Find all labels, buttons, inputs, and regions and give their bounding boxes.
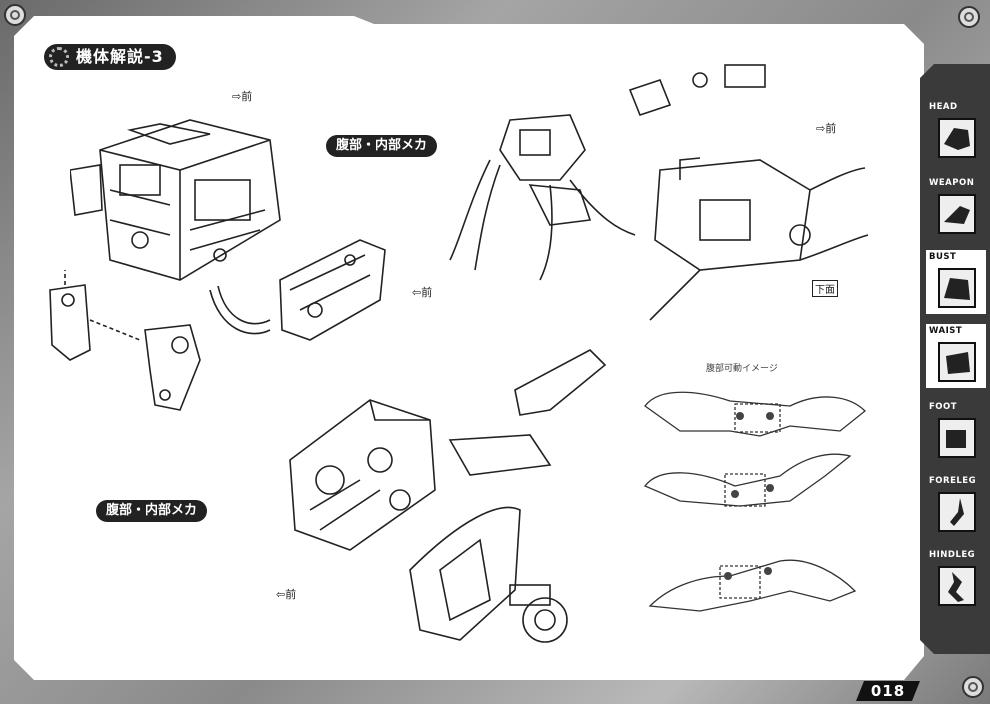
- sketch-joint-pieces: [40, 270, 220, 420]
- sketch-inner-mech-legs: [440, 110, 640, 290]
- front-note-4-text: 前: [285, 588, 297, 601]
- front-note-2-text: 前: [421, 286, 433, 299]
- label-upper-text: 腹部・内部メカ: [336, 138, 428, 153]
- tab-foot[interactable]: FOOT: [926, 400, 986, 464]
- front-note-1-text: 前: [241, 90, 253, 103]
- sketch-small-parts-top: [620, 60, 780, 130]
- tab-head-label: HEAD: [929, 102, 958, 112]
- sketch-range-of-motion: [640, 376, 870, 636]
- label-upper: 腹部・内部メカ: [326, 135, 438, 157]
- screw-icon-top-right: [958, 6, 980, 28]
- tab-weapon[interactable]: WEAPON: [926, 176, 986, 240]
- bust-icon: [938, 268, 976, 308]
- foot-icon: [938, 418, 976, 458]
- sketch-inner-mech-right: [640, 140, 870, 330]
- front-arrow-note-3: ⇨前: [816, 122, 837, 135]
- tab-waist-label: WAIST: [929, 326, 963, 336]
- tab-waist[interactable]: WAIST: [926, 324, 986, 388]
- page-sheet: [14, 16, 924, 680]
- tab-hindleg[interactable]: HINDLEG: [926, 548, 986, 612]
- front-note-3-text: 前: [825, 122, 837, 135]
- gear-icon: [49, 47, 69, 67]
- tab-foreleg-label: FORELEG: [929, 476, 977, 486]
- range-of-motion-caption: 腹部可動イメージ: [706, 364, 778, 374]
- tab-head[interactable]: HEAD: [926, 100, 986, 164]
- tab-foreleg[interactable]: FORELEG: [926, 474, 986, 538]
- sketch-torso-block: [70, 110, 300, 300]
- tab-bust[interactable]: BUST: [926, 250, 986, 314]
- section-title-text: 機体解説-3: [76, 47, 164, 66]
- weapon-icon: [938, 194, 976, 234]
- bottom-view-note: 下面: [812, 280, 838, 297]
- beast-head-icon: [938, 118, 976, 158]
- screw-icon-top-left: [4, 4, 26, 26]
- tab-hindleg-label: HINDLEG: [929, 550, 976, 560]
- sketch-lower-parts: [400, 340, 620, 660]
- front-arrow-note-4: ⇦前: [276, 588, 297, 601]
- tab-weapon-label: WEAPON: [929, 178, 975, 188]
- front-arrow-note-2: ⇦前: [412, 286, 433, 299]
- tab-foot-label: FOOT: [929, 402, 958, 412]
- sketch-lower-mech: [270, 390, 450, 560]
- foreleg-icon: [938, 492, 976, 532]
- sketch-connector-piece: [190, 220, 390, 360]
- label-lower: 腹部・内部メカ: [96, 500, 208, 522]
- page-number: 018: [856, 681, 920, 701]
- bottom-view-note-text: 下面: [815, 285, 835, 296]
- screw-icon-bottom-right: [962, 676, 984, 698]
- hindleg-icon: [938, 566, 976, 606]
- waist-icon: [938, 342, 976, 382]
- label-lower-text: 腹部・内部メカ: [106, 503, 198, 518]
- tab-bust-label: BUST: [929, 252, 957, 262]
- front-arrow-note-1: ⇨前: [232, 90, 253, 103]
- section-title: 機体解説-3: [44, 44, 176, 70]
